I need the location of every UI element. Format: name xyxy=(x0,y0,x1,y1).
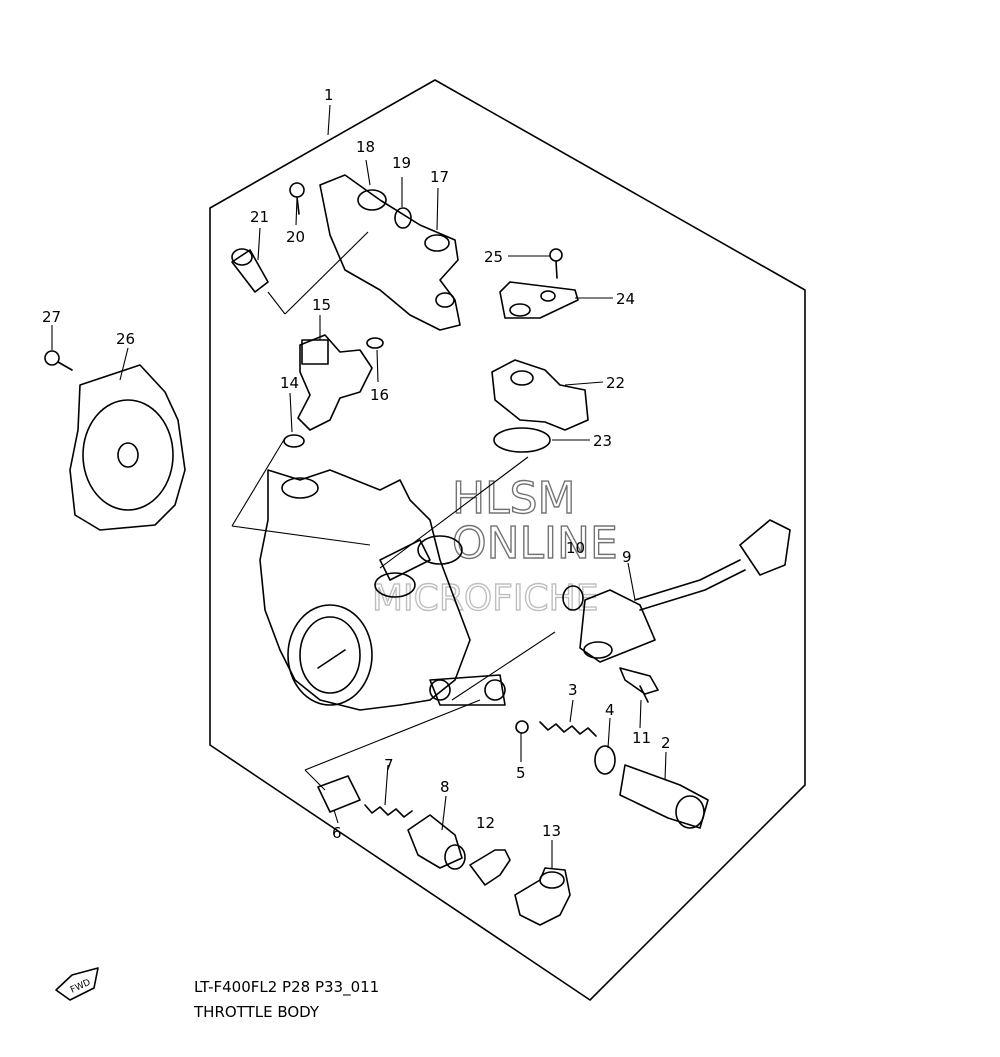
leader-line xyxy=(441,795,447,831)
diagram-code: LT-F400FL2 P28 P33_011 xyxy=(194,978,379,997)
callout-17: 17 xyxy=(430,168,449,186)
o-ring xyxy=(493,427,551,453)
callout-16: 16 xyxy=(370,386,389,404)
callout-21: 21 xyxy=(250,208,269,226)
callout-1: 1 xyxy=(324,86,334,104)
callout-8: 8 xyxy=(440,778,450,796)
fwd-arrow-label: FWD xyxy=(69,978,92,996)
callout-15: 15 xyxy=(312,296,331,314)
leader-line xyxy=(333,809,339,824)
hose xyxy=(469,849,511,886)
reference-line xyxy=(304,699,481,771)
watermark-line-3: MICROFICHE xyxy=(372,578,598,619)
callout-10: 10 xyxy=(566,539,585,557)
leader-line xyxy=(365,159,371,186)
callout-23: 23 xyxy=(593,432,612,450)
leader-line xyxy=(119,347,129,381)
reference-line xyxy=(451,631,556,701)
cap xyxy=(231,248,269,293)
callout-26: 26 xyxy=(116,330,135,348)
reference-line xyxy=(379,456,529,569)
adjusting-screw xyxy=(619,764,709,829)
screw xyxy=(549,248,563,279)
callout-9: 9 xyxy=(622,548,632,566)
leader-line xyxy=(376,349,379,383)
o-ring xyxy=(562,585,584,611)
callout-5: 5 xyxy=(516,764,526,782)
callout-22: 22 xyxy=(606,374,625,392)
leader-line xyxy=(436,187,439,231)
callout-13: 13 xyxy=(542,822,561,840)
callout-24: 24 xyxy=(616,290,635,308)
plunger xyxy=(317,775,361,813)
diagram-caption: THROTTLE BODY xyxy=(193,1003,320,1021)
callout-27: 27 xyxy=(42,308,61,326)
adjusting-screw xyxy=(407,814,466,870)
callout-3: 3 xyxy=(568,681,578,699)
spring xyxy=(364,804,413,818)
callout-20: 20 xyxy=(286,228,305,246)
o-ring xyxy=(594,745,616,775)
leader-line xyxy=(569,699,574,723)
screw xyxy=(515,720,529,734)
reference-line xyxy=(304,769,326,791)
reference-line xyxy=(267,291,286,315)
throttle-position-sensor xyxy=(491,359,589,431)
leader-line xyxy=(384,764,389,806)
callout-25: 25 xyxy=(484,248,503,266)
sensor-with-harness xyxy=(579,519,791,663)
watermark-line-1: HLSM xyxy=(452,473,576,524)
leader-line xyxy=(257,227,261,261)
leader-line xyxy=(564,381,604,386)
callout-12: 12 xyxy=(476,814,495,832)
leader-line xyxy=(664,751,667,781)
leader-line xyxy=(289,392,293,433)
spring xyxy=(539,721,597,737)
reference-line xyxy=(284,231,369,315)
callout-19: 19 xyxy=(392,154,411,172)
callout-6: 6 xyxy=(332,824,342,842)
screw xyxy=(44,350,73,371)
callout-7: 7 xyxy=(384,756,394,774)
cover xyxy=(69,364,186,531)
callout-18: 18 xyxy=(356,138,375,156)
o-ring xyxy=(366,337,384,349)
fwd-arrow-icon: FWD xyxy=(55,967,99,1001)
watermark-line-2: ONLINE xyxy=(452,518,618,569)
assembly-outline xyxy=(209,79,806,1001)
reference-line xyxy=(231,525,371,546)
callout-11: 11 xyxy=(632,729,651,747)
o-ring xyxy=(394,207,412,229)
reference-line xyxy=(231,437,286,527)
screw xyxy=(619,667,659,703)
throttle-body-housing xyxy=(259,469,506,711)
fuel-delivery-pipe xyxy=(319,174,461,331)
o-ring xyxy=(283,434,305,448)
callout-14: 14 xyxy=(280,374,299,392)
leader-line xyxy=(627,562,636,601)
bracket xyxy=(499,281,579,319)
callout-4: 4 xyxy=(605,701,615,719)
leader-line xyxy=(639,699,642,729)
leader-line xyxy=(327,104,331,136)
elbow-joint xyxy=(514,867,571,926)
leader-line xyxy=(607,717,611,749)
callout-2: 2 xyxy=(661,734,671,752)
leader-line xyxy=(295,197,298,226)
fuel-injector xyxy=(297,334,373,431)
